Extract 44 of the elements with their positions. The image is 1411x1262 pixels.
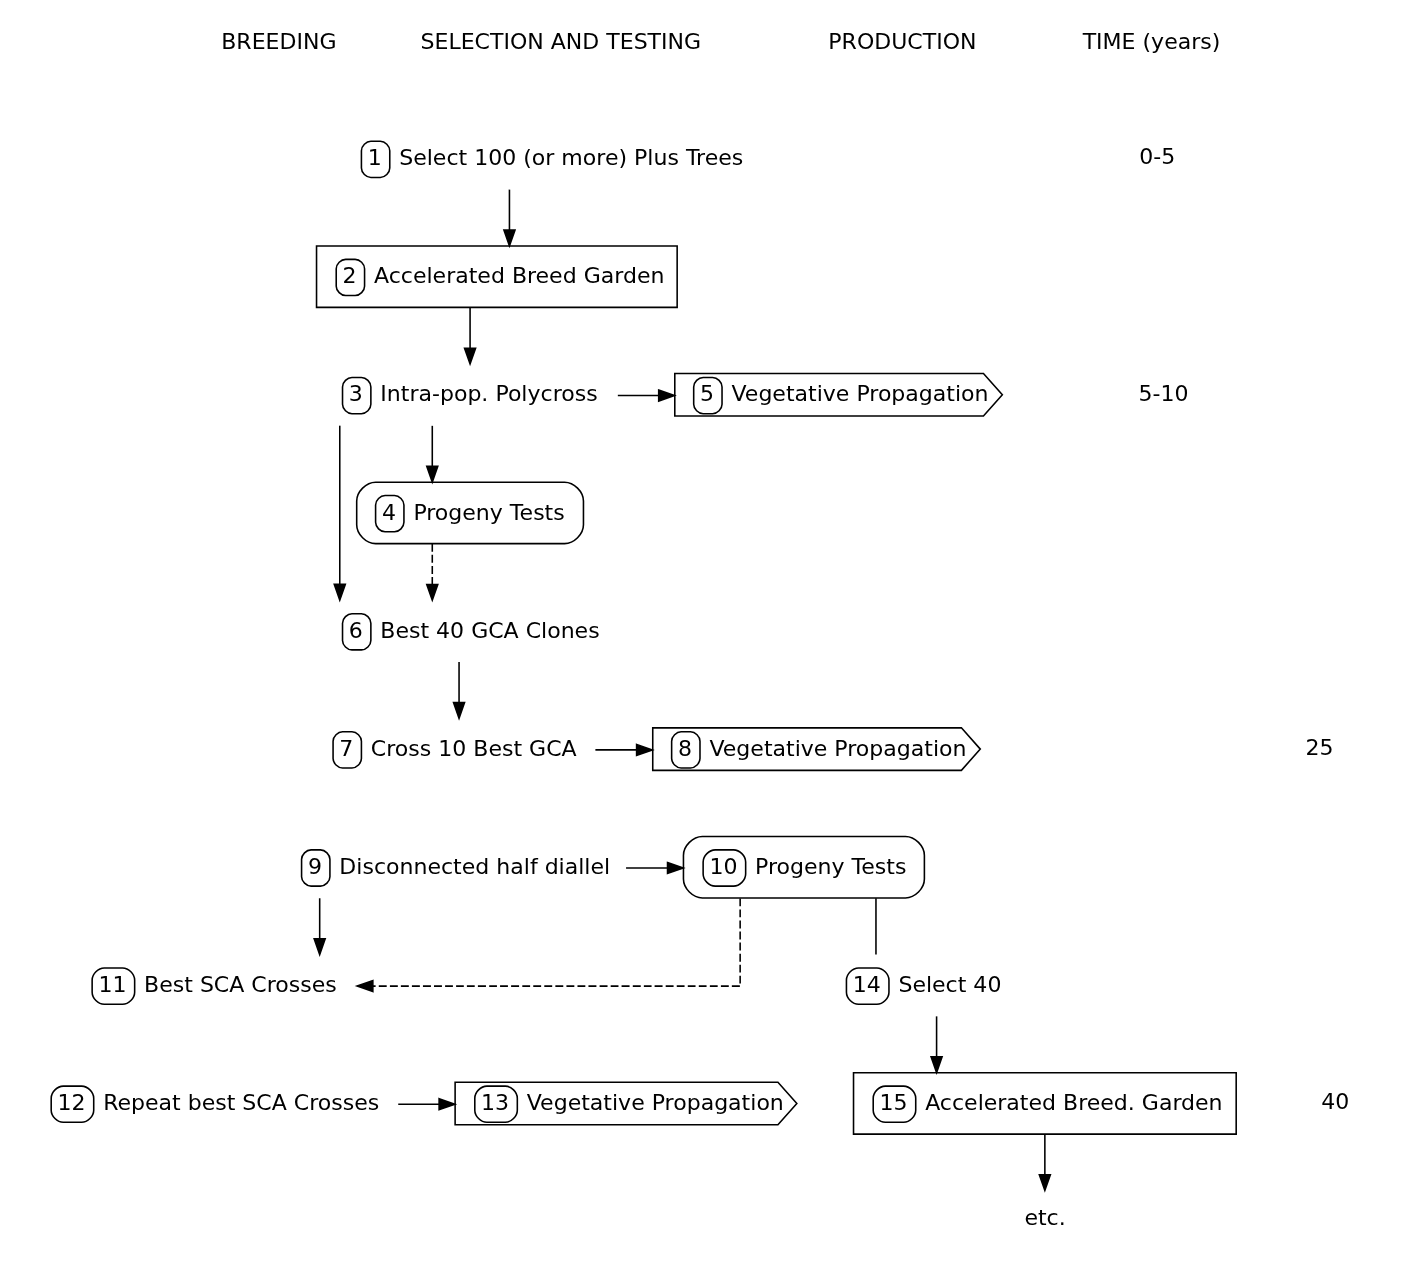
arrow xyxy=(502,188,517,249)
arrow xyxy=(617,388,677,403)
node-box: 12 xyxy=(50,1085,95,1124)
node-box: 2 Accelerated Breed Garden xyxy=(315,245,678,309)
node-label: Cross 10 Best GCA xyxy=(370,735,577,761)
connector xyxy=(875,897,877,956)
arrow xyxy=(354,897,741,993)
node-label: Repeat best SCA Crosses xyxy=(103,1090,380,1116)
label: 40 xyxy=(1321,1089,1350,1115)
node-box: 7 xyxy=(332,731,363,769)
node-box: 15 Accelerated Breed. Garden xyxy=(852,1071,1237,1135)
node-box: 3 xyxy=(341,376,372,415)
node-label: Select 40 xyxy=(898,971,1002,997)
arrow xyxy=(929,1015,944,1075)
node-label: Best SCA Crosses xyxy=(144,971,337,997)
label: 0-5 xyxy=(1139,144,1176,170)
node-label: Disconnected half diallel xyxy=(339,853,611,879)
label: 25 xyxy=(1305,734,1334,760)
label: 5-10 xyxy=(1138,380,1189,406)
label: TIME (years) xyxy=(1082,28,1221,54)
node-text: etc. xyxy=(1024,1204,1066,1230)
arrow xyxy=(333,424,347,603)
arrow xyxy=(594,743,655,757)
node-label: Best 40 GCA Clones xyxy=(380,617,600,643)
label: PRODUCTION xyxy=(828,28,977,54)
node-box: 6 xyxy=(341,612,372,651)
node-box: 9 xyxy=(300,849,331,887)
arrow xyxy=(452,661,466,721)
node-box: 11 xyxy=(91,967,136,1005)
node-box: 10 Progeny Tests xyxy=(682,835,926,899)
arrow xyxy=(397,1097,458,1111)
arrow xyxy=(1038,1133,1052,1193)
node-box: 14 xyxy=(845,967,890,1005)
arrow xyxy=(425,425,439,485)
arrow xyxy=(425,543,439,603)
arrow xyxy=(625,861,686,875)
node-label: Intra-pop. Polycross xyxy=(380,381,598,407)
node-box: 4 Progeny Tests xyxy=(355,481,585,545)
label: SELECTION AND TESTING xyxy=(420,28,702,54)
node-label: Select 100 (or more) Plus Trees xyxy=(399,145,744,171)
arrow xyxy=(463,306,477,367)
label: BREEDING xyxy=(221,28,337,54)
arrow xyxy=(313,897,327,957)
node-box: 1 xyxy=(360,140,391,179)
